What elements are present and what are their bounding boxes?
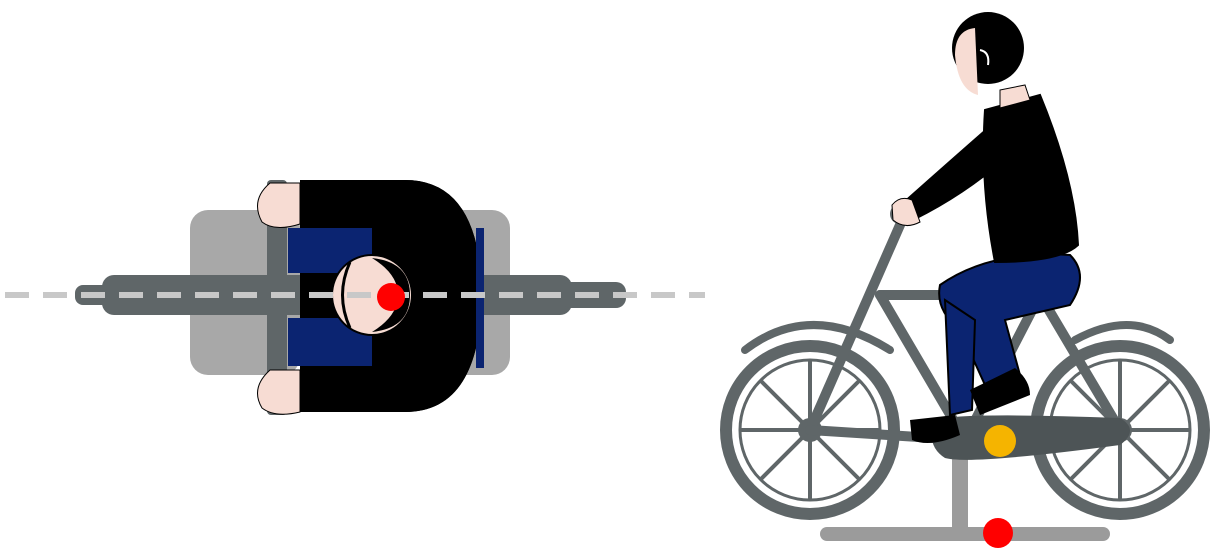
top-view-hand-lower bbox=[257, 369, 301, 415]
rider-face bbox=[955, 28, 978, 95]
top-view-reference-point bbox=[377, 283, 405, 311]
top-view-panel bbox=[5, 180, 705, 415]
rider-ear bbox=[979, 49, 990, 66]
top-view-helmet-band bbox=[341, 261, 352, 329]
side-view-panel bbox=[720, 12, 1210, 548]
ground-reference-point bbox=[983, 518, 1013, 548]
crank-point bbox=[984, 425, 1016, 457]
rider-shoe-front bbox=[970, 368, 1030, 415]
front-fender bbox=[1071, 321, 1174, 344]
top-view-hand-upper bbox=[257, 182, 301, 228]
stand-base bbox=[820, 527, 1110, 541]
rear-fender bbox=[741, 321, 894, 354]
top-view-helmet bbox=[372, 258, 410, 332]
rider-arm bbox=[905, 125, 1005, 220]
rider-torso bbox=[982, 93, 1080, 264]
rider-neck bbox=[999, 84, 1031, 109]
rider-lower-leg bbox=[943, 298, 977, 417]
rider-shoe-rear bbox=[910, 415, 960, 444]
rider-hand bbox=[891, 197, 921, 226]
stand-post bbox=[952, 455, 968, 535]
chain-guard bbox=[931, 415, 1130, 460]
